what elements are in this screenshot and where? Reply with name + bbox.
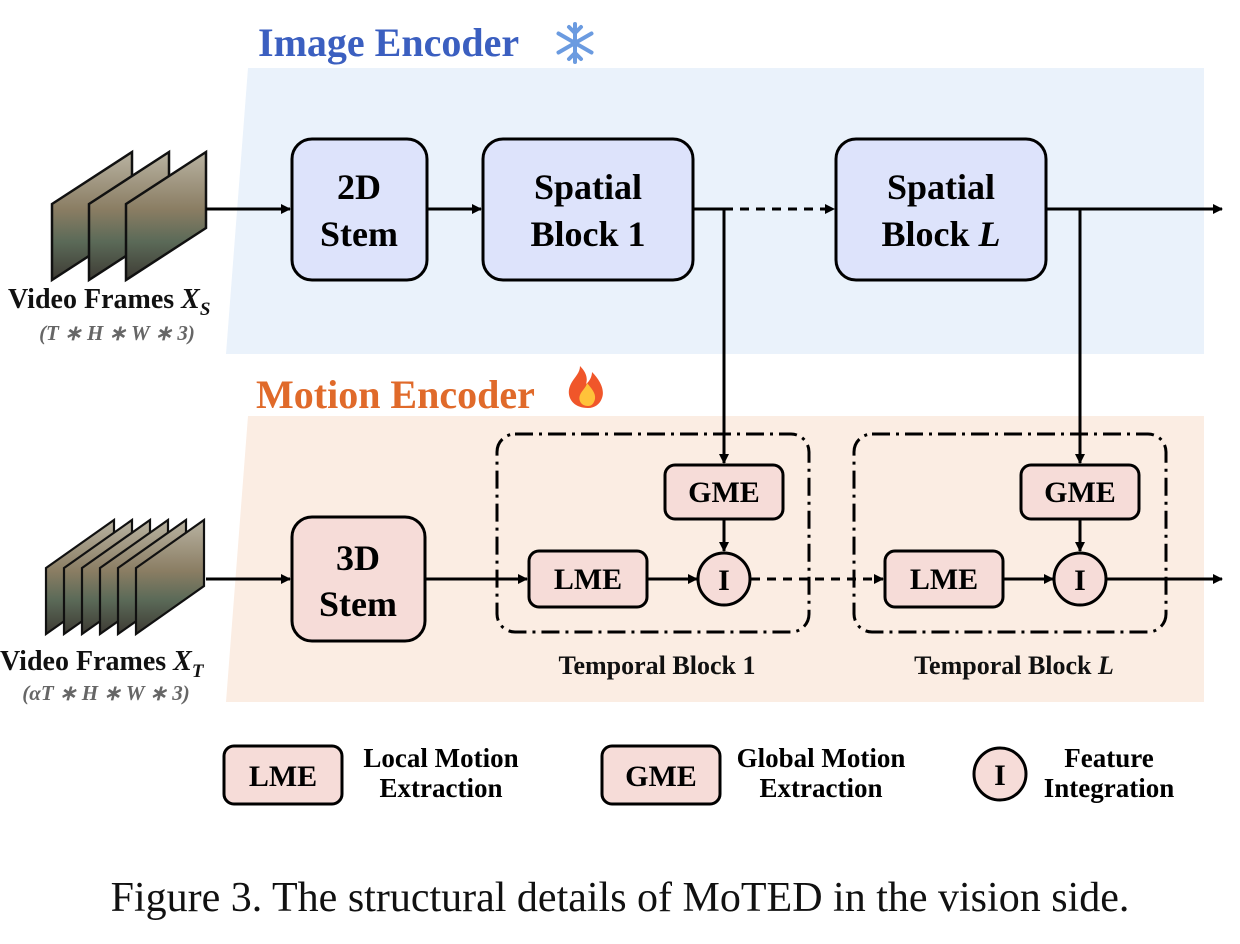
svg-text:Local Motion: Local Motion <box>363 743 518 773</box>
3d-stem-box: 3D Stem <box>290 515 427 643</box>
legend-integration: I Feature Integration <box>972 743 1175 803</box>
svg-text:I: I <box>1074 564 1086 597</box>
snowflake-icon <box>556 22 594 64</box>
fire-icon <box>568 366 603 408</box>
motion-encoder-title: Motion Encoder <box>256 372 535 417</box>
svg-text:I: I <box>718 564 730 597</box>
svg-text:Video Frames XS: Video Frames XS <box>8 284 210 320</box>
gme-box-l: GME <box>1019 463 1141 521</box>
lme-box-l: LME <box>883 549 1005 609</box>
svg-text:Block 1: Block 1 <box>530 214 645 254</box>
spatial-frames-var: X <box>180 284 201 315</box>
svg-text:Feature: Feature <box>1064 743 1153 773</box>
image-encoder-arrows <box>206 204 1223 464</box>
temporal-frames-var: X <box>172 646 193 677</box>
legend-gme: GME Global Motion Extraction <box>600 743 906 806</box>
lme-box-1: LME <box>527 549 649 609</box>
svg-text:Extraction: Extraction <box>760 773 883 803</box>
temporal-block-l-border <box>852 432 1168 634</box>
spatial-frames-shape: (T ∗ H ∗ W ∗ 3) <box>39 321 195 345</box>
svg-text:Extraction: Extraction <box>380 773 503 803</box>
video-frames-spatial-icon <box>50 149 208 283</box>
2d-stem-box: 2D Stem <box>290 137 429 282</box>
temporal-block-1-border <box>495 432 811 634</box>
svg-text:Stem: Stem <box>319 584 397 624</box>
spatial-block-l: Spatial Block L <box>834 137 1048 282</box>
figure-caption: Figure 3. The structural details of MoTE… <box>110 875 1130 921</box>
svg-text:Integration: Integration <box>1044 773 1175 803</box>
legend-lme: LME Local Motion Extraction <box>222 743 519 806</box>
svg-text:Stem: Stem <box>320 214 398 254</box>
svg-text:Spatial: Spatial <box>887 167 995 207</box>
temporal-frames-sub: T <box>192 661 205 682</box>
temporal-frames-shape: (αT ∗ H ∗ W ∗ 3) <box>22 681 189 705</box>
svg-text:3D: 3D <box>336 538 380 578</box>
temporal-frames-label: Video Frames <box>0 646 173 677</box>
integration-node-l: I <box>1052 551 1108 607</box>
svg-text:2D: 2D <box>337 167 381 207</box>
integration-node-1: I <box>696 551 752 607</box>
svg-text:GME: GME <box>1044 476 1116 509</box>
svg-text:LME: LME <box>910 563 978 596</box>
svg-text:GME: GME <box>625 760 697 793</box>
svg-text:LME: LME <box>249 760 317 793</box>
spatial-block-1: Spatial Block 1 <box>481 137 695 282</box>
spatial-frames-sub: S <box>200 299 211 320</box>
svg-text:Global Motion: Global Motion <box>737 743 906 773</box>
temporal-block-l-label: Temporal Block L <box>914 651 1114 680</box>
svg-text:GME: GME <box>688 476 760 509</box>
svg-text:Spatial: Spatial <box>534 167 642 207</box>
motion-encoder-arrows <box>206 519 1223 584</box>
video-frames-temporal-icon <box>44 517 206 637</box>
svg-text:Video Frames XT: Video Frames XT <box>0 646 205 682</box>
image-encoder-title: Image Encoder <box>258 20 519 65</box>
spatial-frames-label: Video Frames <box>8 284 181 315</box>
gme-box-1: GME <box>663 463 785 521</box>
svg-text:I: I <box>994 759 1006 792</box>
svg-text:LME: LME <box>554 563 622 596</box>
svg-text:Block L: Block L <box>881 214 1000 254</box>
temporal-block-1-label: Temporal Block 1 <box>559 651 756 680</box>
